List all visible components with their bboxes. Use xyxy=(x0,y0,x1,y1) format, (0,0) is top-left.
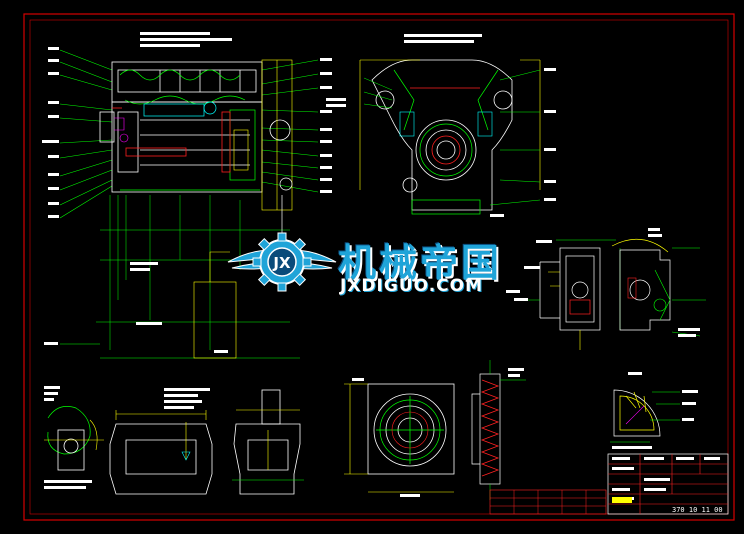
logo-letters: JX xyxy=(272,254,291,272)
bracket-detail-view xyxy=(611,228,706,337)
outer-border-frame xyxy=(23,13,735,521)
inner-border-frame xyxy=(29,19,729,515)
watermark-title: 机械帝国 xyxy=(338,241,503,285)
title-block: 370 10 11 00 xyxy=(489,453,729,515)
engine-side-view xyxy=(42,32,332,359)
drawing-number: 370 10 11 00 xyxy=(672,506,723,514)
oil-pan-section-view xyxy=(109,388,213,495)
watermark-url: JXDIGUO.COM xyxy=(340,276,484,296)
gear-segment-view xyxy=(610,372,698,449)
mount-detail-view xyxy=(506,239,621,350)
flywheel-side-section xyxy=(471,360,526,500)
crankcase-section-view xyxy=(232,389,304,495)
engine-front-view xyxy=(326,34,556,217)
watermark-logo: JX xyxy=(227,232,337,292)
section-view-left xyxy=(44,386,104,489)
flywheel-front-view xyxy=(344,378,455,497)
